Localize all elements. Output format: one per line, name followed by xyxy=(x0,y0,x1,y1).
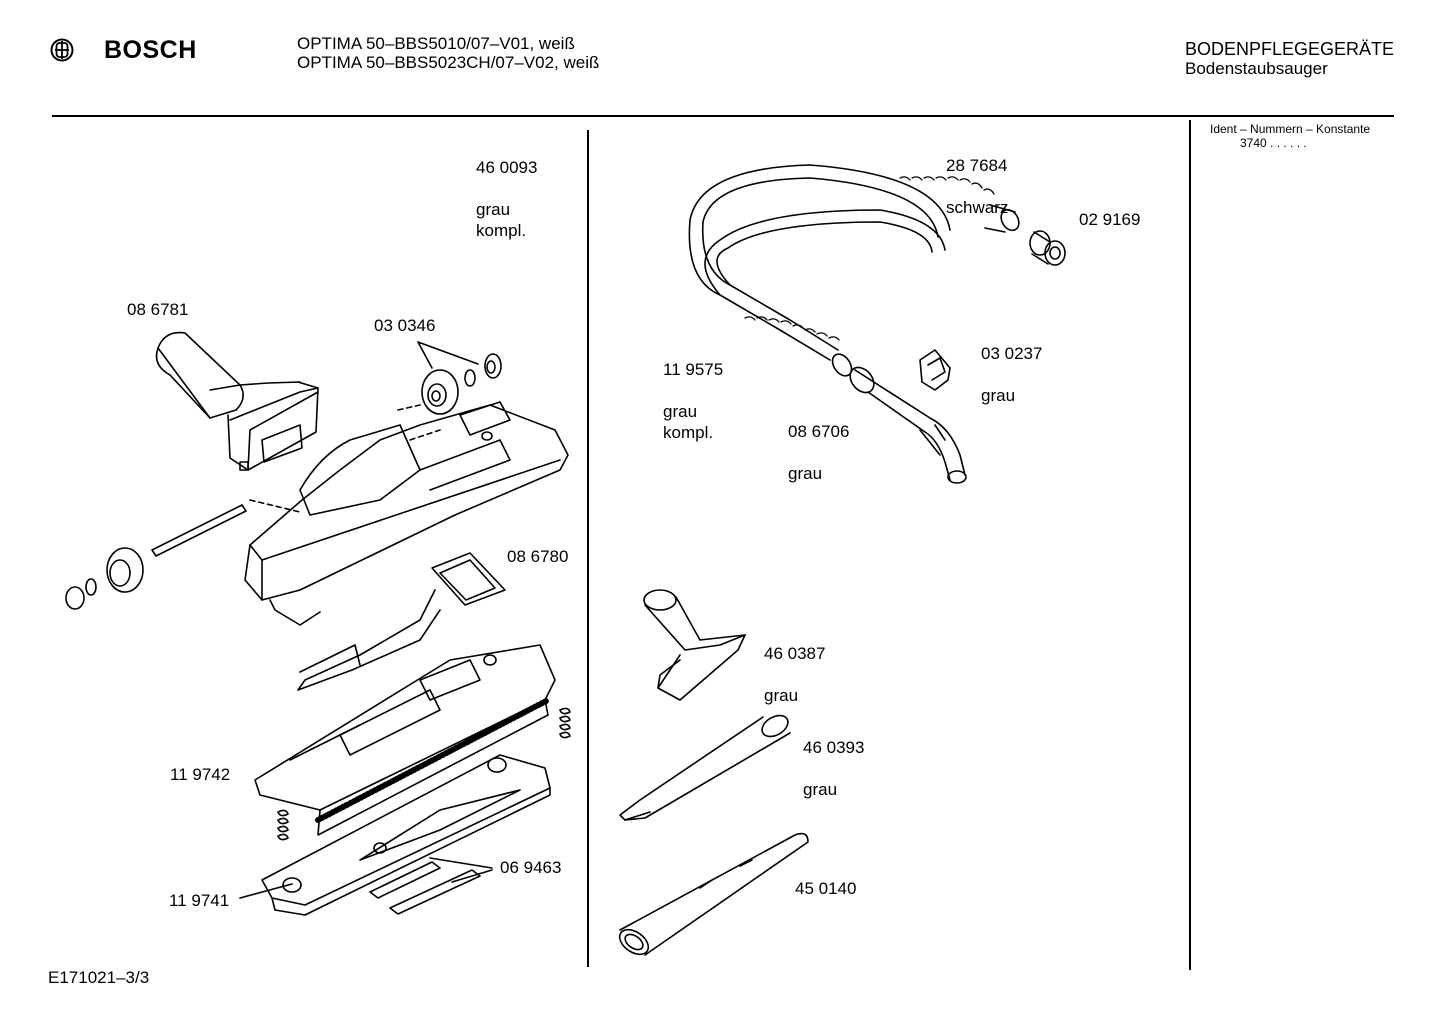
part-label-119742: 11 9742 xyxy=(170,765,231,784)
leader-030346 xyxy=(417,341,479,369)
part-desc: grau xyxy=(803,780,838,799)
part-label-030346: 03 0346 xyxy=(374,316,436,335)
part-desc: grau xyxy=(764,686,799,705)
part-desc: grau xyxy=(788,464,823,483)
part-number: 11 9575 xyxy=(663,360,724,379)
divider-left xyxy=(587,130,589,967)
springs-part xyxy=(277,707,571,841)
part-label-069463: 06 9463 xyxy=(500,858,562,877)
part-number: 46 0393 xyxy=(803,738,865,757)
axle-part xyxy=(65,504,247,610)
brand-logo: BOSCH xyxy=(104,36,197,64)
part-label-460387: 46 0387 grau xyxy=(764,622,825,706)
upholstery-tool-part xyxy=(643,589,746,701)
part-desc: grau kompl. xyxy=(663,402,714,442)
wheel-part-top xyxy=(421,353,502,415)
part-label-029169: 02 9169 xyxy=(1079,210,1141,229)
pedal-lever-part xyxy=(297,552,506,691)
model-line-1: OPTIMA 50–BBS5010/07–V01, weiß xyxy=(297,34,575,53)
ident-value: 3740 . . . . . . xyxy=(1240,136,1307,150)
part-desc: grau xyxy=(981,386,1016,405)
part-label-450140: 45 0140 xyxy=(795,879,857,898)
part-label-287684: 28 7684 schwarz xyxy=(946,134,1008,218)
leader-069463 xyxy=(429,857,493,883)
dashed-guides-top xyxy=(249,404,441,513)
leader-119741 xyxy=(239,883,293,899)
category-title: BODENPFLEGEGERÄTE xyxy=(1185,39,1395,59)
part-desc: grau kompl. xyxy=(476,200,527,240)
part-label-460093: 46 0093 grau kompl. xyxy=(476,136,537,241)
handle-tube-part xyxy=(849,366,967,484)
part-label-086706: 08 6706 grau xyxy=(788,400,849,484)
part-number: 08 6706 xyxy=(788,422,850,441)
part-label-030237: 03 0237 grau xyxy=(981,322,1042,406)
clip-part xyxy=(919,349,951,391)
part-desc: schwarz xyxy=(946,198,1009,217)
part-label-119741: 11 9741 xyxy=(169,891,230,910)
connector-part xyxy=(1029,230,1066,266)
part-number: 46 0093 xyxy=(476,158,538,177)
strips-part xyxy=(369,861,481,915)
part-label-460393: 46 0393 grau xyxy=(803,716,864,800)
ident-label: Ident – Nummern – Konstante xyxy=(1210,122,1371,136)
part-label-086780: 08 6780 xyxy=(507,547,569,566)
nozzle-housing-part xyxy=(244,401,569,626)
extension-tube-part xyxy=(618,832,809,956)
header-rule xyxy=(52,115,1394,117)
part-label-119575: 11 9575 grau kompl. xyxy=(663,338,723,443)
footer-code: E171021–3/3 xyxy=(48,968,150,987)
part-number: 46 0387 xyxy=(764,644,826,663)
crevice-tool-part xyxy=(619,714,791,821)
part-number: 03 0237 xyxy=(981,344,1043,363)
part-number: 28 7684 xyxy=(946,156,1008,175)
adapter-nozzle-part xyxy=(155,331,319,471)
bosch-armature-icon xyxy=(50,38,74,62)
sole-plate-part xyxy=(254,644,556,836)
hose-part xyxy=(688,164,1020,377)
base-plate-part xyxy=(261,754,551,916)
part-label-086781: 08 6781 xyxy=(127,300,189,319)
model-line-2: OPTIMA 50–BBS5023CH/07–V02, weiß xyxy=(297,53,600,72)
category-subtitle: Bodenstaubsauger xyxy=(1185,59,1328,78)
divider-right xyxy=(1189,120,1191,970)
